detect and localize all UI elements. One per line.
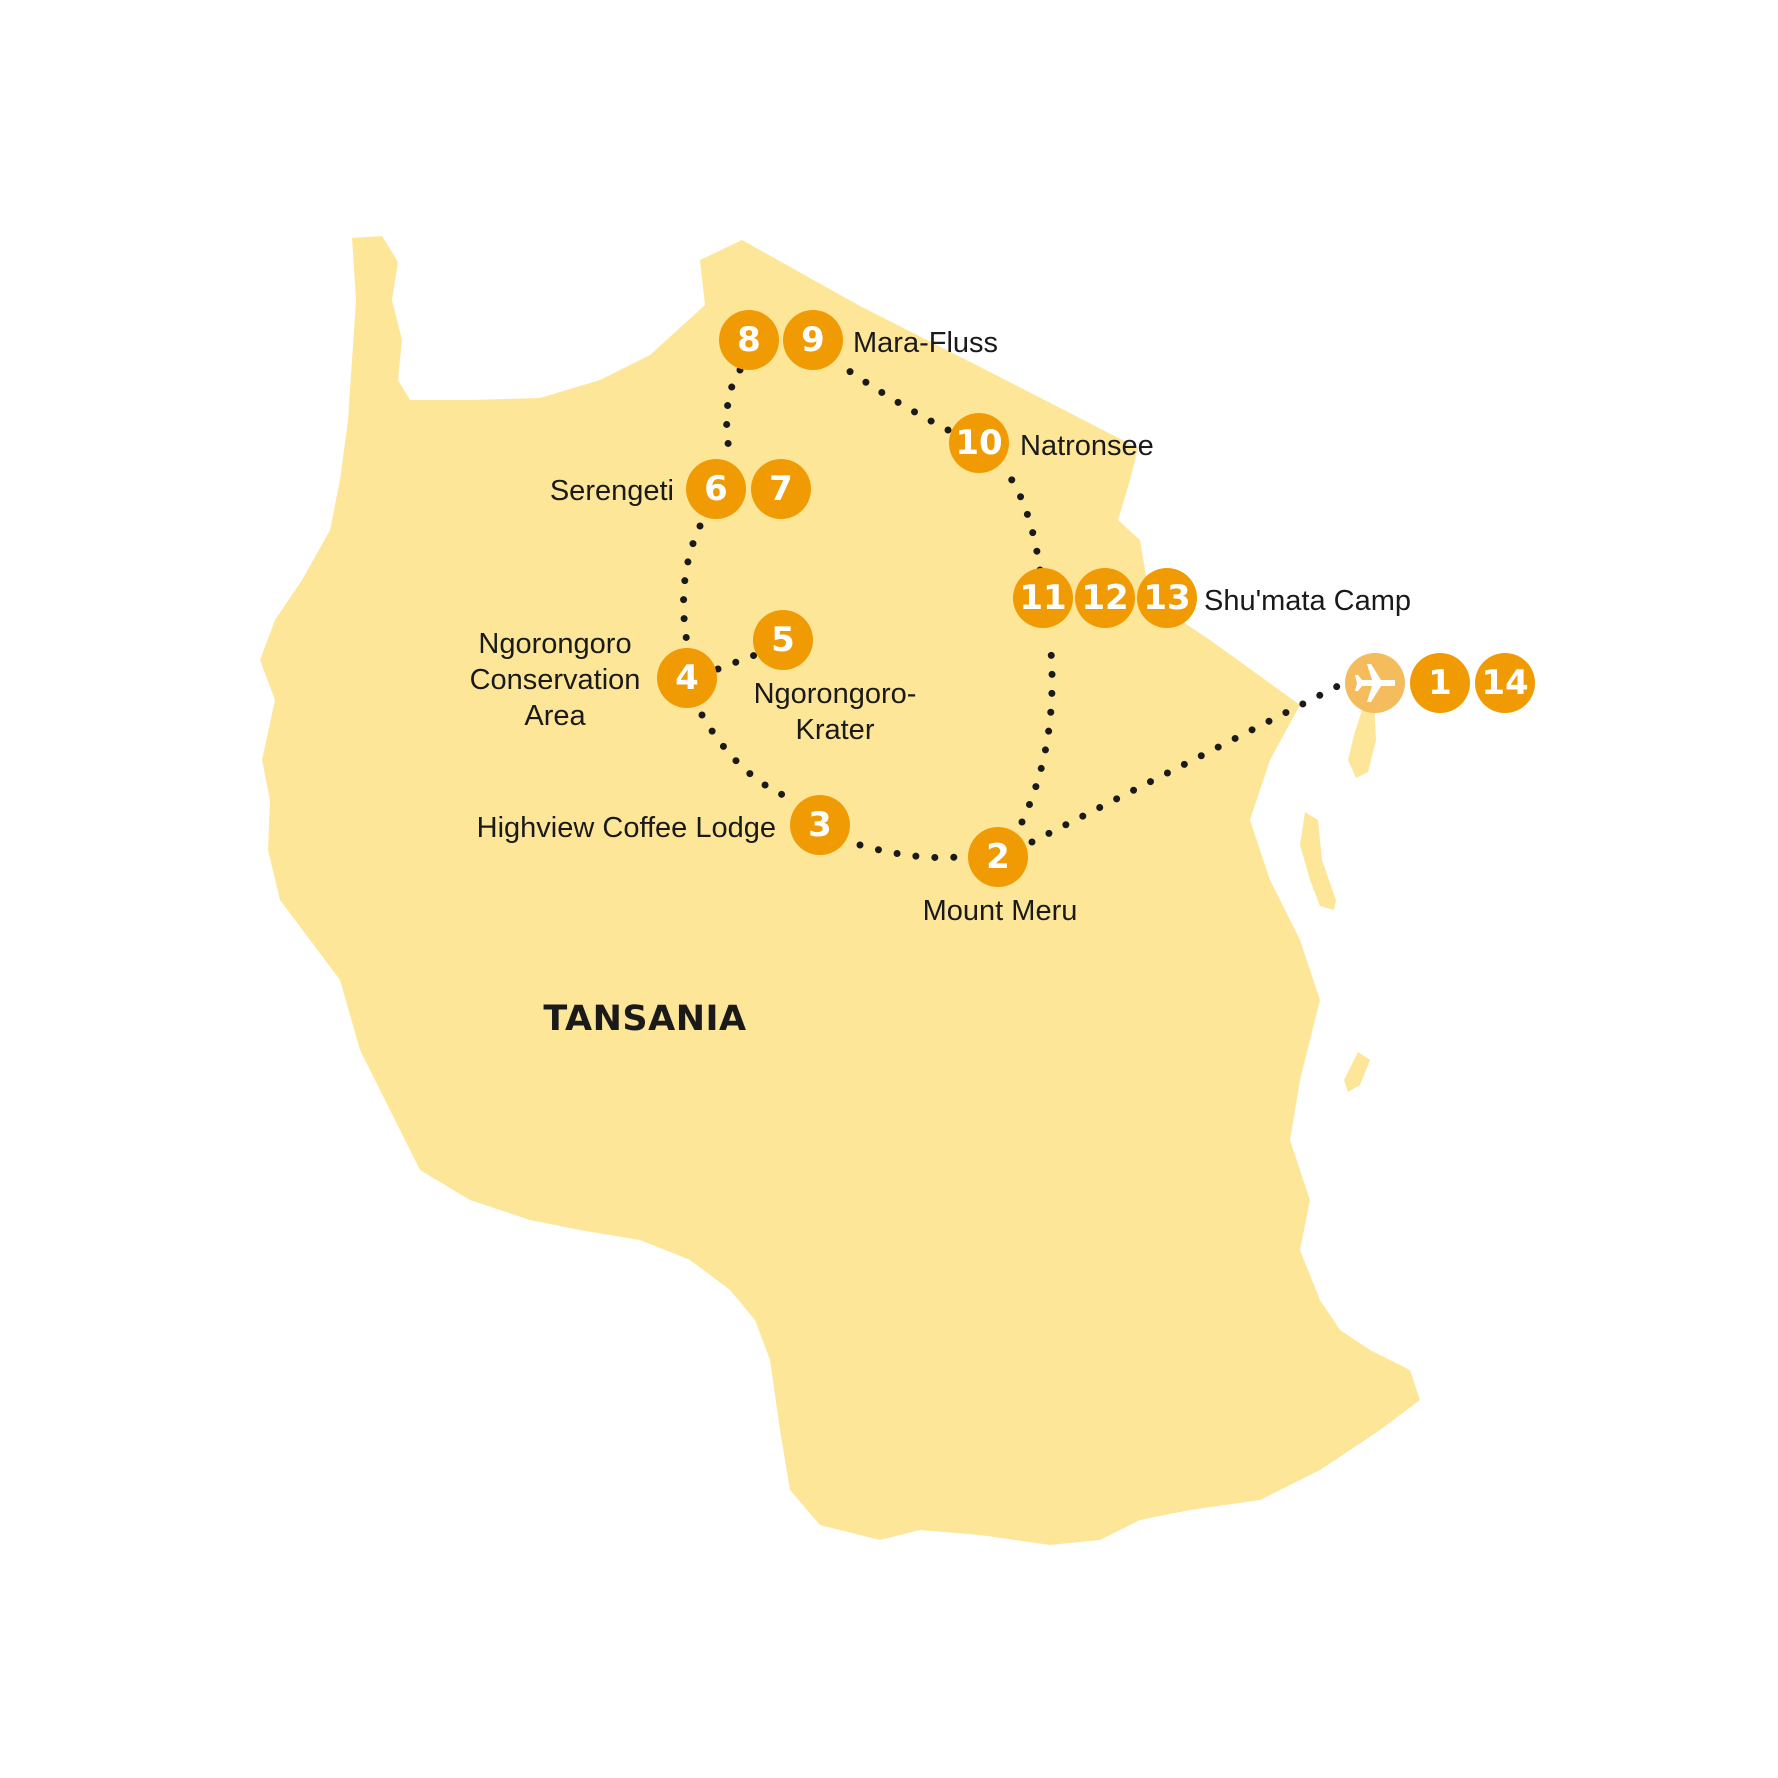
stop-number: 8 xyxy=(737,320,761,360)
stop-pin-day-12: 12 xyxy=(1075,568,1135,628)
stop-number: 13 xyxy=(1143,578,1190,618)
route-line-natron-mara xyxy=(838,362,952,434)
stop-pin-day-11: 11 xyxy=(1013,568,1073,628)
mafia-island xyxy=(1344,1052,1370,1092)
stop-pin-day-13: 13 xyxy=(1137,568,1197,628)
route-line-ngorongoro-crater xyxy=(714,648,767,673)
place-label-ngorongoro-area-line-2: Conservation xyxy=(470,664,641,696)
place-label-ngorongoro-area-line-3: Area xyxy=(524,700,586,732)
route-line-highview-meru xyxy=(856,841,972,862)
place-label-crater-line-1: Ngorongoro- xyxy=(754,678,917,710)
country-label: TANSANIA xyxy=(543,999,746,1039)
stop-number: 1 xyxy=(1428,663,1452,703)
stop-number: 11 xyxy=(1019,578,1066,618)
place-label-serengeti: Serengeti xyxy=(550,475,674,507)
place-label-crater-line-2: Krater xyxy=(796,714,875,746)
route-line-meru-airport xyxy=(1028,681,1344,846)
stop-pin-day-2: 2 xyxy=(968,827,1028,887)
stop-number: 10 xyxy=(955,423,1002,463)
stop-number: 6 xyxy=(704,469,728,509)
stop-number: 9 xyxy=(801,320,825,360)
stop-number: 2 xyxy=(986,837,1010,877)
route-line-meru-shumata xyxy=(1018,636,1056,826)
place-label-natron: Natronsee xyxy=(1020,430,1154,462)
stop-pin-day-5: 5 xyxy=(753,610,813,670)
place-label-shumata: Shu'mata Camp xyxy=(1204,585,1411,617)
stop-pin-day-1: 1 xyxy=(1410,653,1470,713)
zanzibar-island xyxy=(1300,812,1336,910)
route-line-serengeti-ngorongoro xyxy=(680,522,704,652)
stop-number: 5 xyxy=(771,620,795,660)
stop-number: 3 xyxy=(808,805,832,845)
place-label-ngorongoro-area-line-1: Ngorongoro xyxy=(478,628,631,660)
stop-number: 7 xyxy=(769,469,793,509)
stop-pin-day-3: 3 xyxy=(790,795,850,855)
stop-number: 12 xyxy=(1081,578,1128,618)
stop-pin-day-7: 7 xyxy=(751,459,811,519)
stop-pin-day-6: 6 xyxy=(686,459,746,519)
pemba-island xyxy=(1348,700,1376,778)
stop-number: 14 xyxy=(1481,663,1528,703)
airport-pin xyxy=(1345,653,1405,713)
stop-pin-day-8: 8 xyxy=(719,310,779,370)
place-label-highview: Highview Coffee Lodge xyxy=(477,812,776,844)
route-line-ngorongoro-highview xyxy=(698,711,799,804)
place-label-mara: Mara-Fluss xyxy=(853,327,998,359)
stop-pin-day-4: 4 xyxy=(657,648,717,708)
stop-pin-day-10: 10 xyxy=(949,413,1009,473)
stop-number: 4 xyxy=(675,658,699,698)
route-line-north-west xyxy=(723,366,744,460)
stop-pin-day-14: 14 xyxy=(1475,653,1535,713)
stop-pin-day-9: 9 xyxy=(783,310,843,370)
tanzania-land xyxy=(260,236,1420,1545)
place-label-meru: Mount Meru xyxy=(923,895,1078,927)
airplane-icon xyxy=(1355,664,1395,702)
